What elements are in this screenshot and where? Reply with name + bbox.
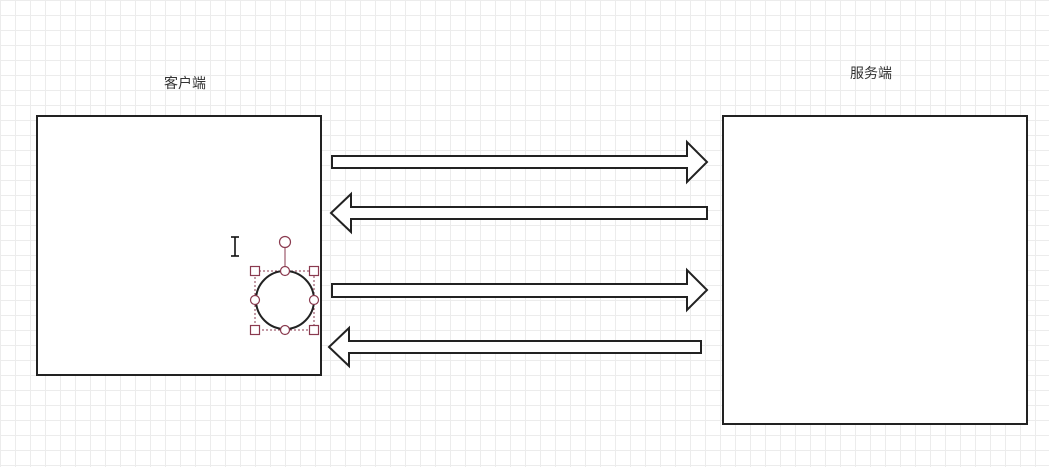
arrow-response-2[interactable] bbox=[327, 325, 702, 369]
resize-handle-top-left[interactable] bbox=[249, 265, 261, 277]
server-label: 服务端 bbox=[850, 66, 892, 82]
arrow-request-1[interactable] bbox=[331, 139, 709, 185]
resize-handle-bottom-left[interactable] bbox=[249, 324, 261, 336]
resize-handle-bottom[interactable] bbox=[279, 324, 291, 336]
resize-handle-left[interactable] bbox=[249, 294, 261, 306]
rotate-handle[interactable] bbox=[278, 235, 292, 249]
arrow-request-2[interactable] bbox=[331, 267, 709, 313]
resize-handle-top-right[interactable] bbox=[308, 265, 320, 277]
server-box[interactable] bbox=[722, 115, 1028, 425]
resize-handle-top[interactable] bbox=[279, 265, 291, 277]
circle-shape[interactable] bbox=[255, 270, 315, 330]
selected-circle-group[interactable] bbox=[249, 235, 320, 336]
resize-handle-bottom-right[interactable] bbox=[308, 324, 320, 336]
text-cursor-icon bbox=[231, 236, 239, 257]
arrow-response-1[interactable] bbox=[329, 191, 708, 235]
client-label: 客户端 bbox=[164, 76, 206, 92]
client-box[interactable] bbox=[36, 115, 322, 376]
resize-handle-right[interactable] bbox=[308, 294, 320, 306]
